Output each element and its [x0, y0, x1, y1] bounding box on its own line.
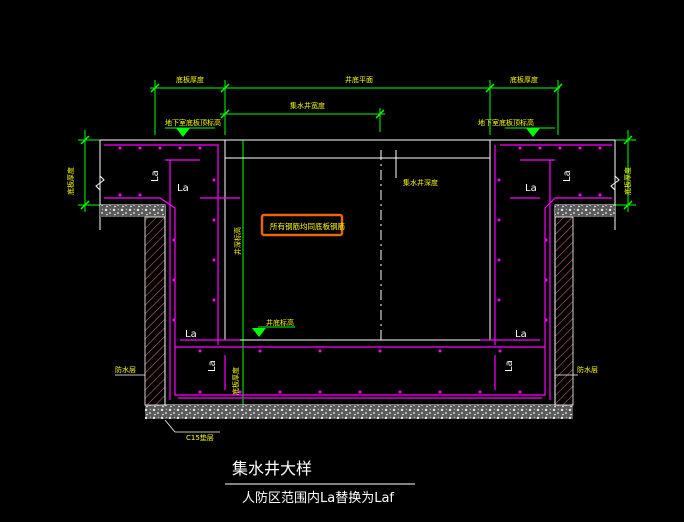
leader-lines: [115, 374, 578, 433]
label-cushion: C15垫层: [186, 433, 214, 442]
highlight-note: 所有钢筋均同底板钢筋: [270, 221, 345, 231]
la-label-3: La: [562, 170, 573, 182]
label-waterproof-right: 防水层: [577, 365, 598, 374]
label-floor-thickness-right: 底板厚度: [510, 75, 538, 84]
gravel-bottom: [145, 405, 573, 419]
label-floor-thickness-side-right: 底板厚度: [623, 167, 632, 195]
label-vertical-dim: 井深标高: [233, 227, 242, 255]
label-bottom-thickness: 底板厚度: [231, 367, 240, 395]
title-sub: 人防区范围内La替换为Laf: [242, 490, 394, 506]
la-label-8: La: [504, 360, 515, 372]
label-well-depth: 集水井深度: [403, 178, 438, 187]
label-well-wall-width: 集水井宽度: [290, 101, 325, 110]
dimension-ticks: [80, 83, 633, 210]
label-waterproof-left: 防水层: [115, 365, 136, 374]
label-floor-top-elev-left: 地下室底板顶标高: [165, 118, 221, 127]
hatch-wall-right: [554, 216, 574, 406]
gravel-left-top: [100, 205, 165, 217]
elevation-marker-right: [526, 128, 540, 137]
la-label-4: La: [525, 183, 537, 194]
label-floor-top-elev-right: 地下室底板顶标高: [478, 118, 534, 127]
hatch-wall-left: [144, 216, 166, 406]
rebar-dots: [118, 146, 602, 394]
label-floor-thickness-left: 底板厚度: [176, 75, 204, 84]
la-label-7: La: [207, 360, 218, 372]
title-main: 集水井大样: [232, 459, 312, 478]
la-label-6: La: [515, 329, 527, 340]
la-label-2: La: [177, 183, 189, 194]
elevation-marker-bottom: [252, 328, 266, 337]
label-well-width: 井底平面: [345, 75, 373, 84]
label-bottom-elev: 井底标高: [266, 318, 294, 327]
dimension-lines: [78, 80, 636, 412]
highlight-box: [260, 213, 344, 237]
elevation-marker-left: [176, 128, 190, 137]
rebar-lines: [104, 144, 612, 400]
la-label-1: La: [150, 170, 161, 182]
gravel-right-top: [555, 205, 615, 217]
la-label-5: La: [185, 329, 197, 340]
label-floor-thickness-side-left: 底板厚度: [66, 167, 75, 195]
